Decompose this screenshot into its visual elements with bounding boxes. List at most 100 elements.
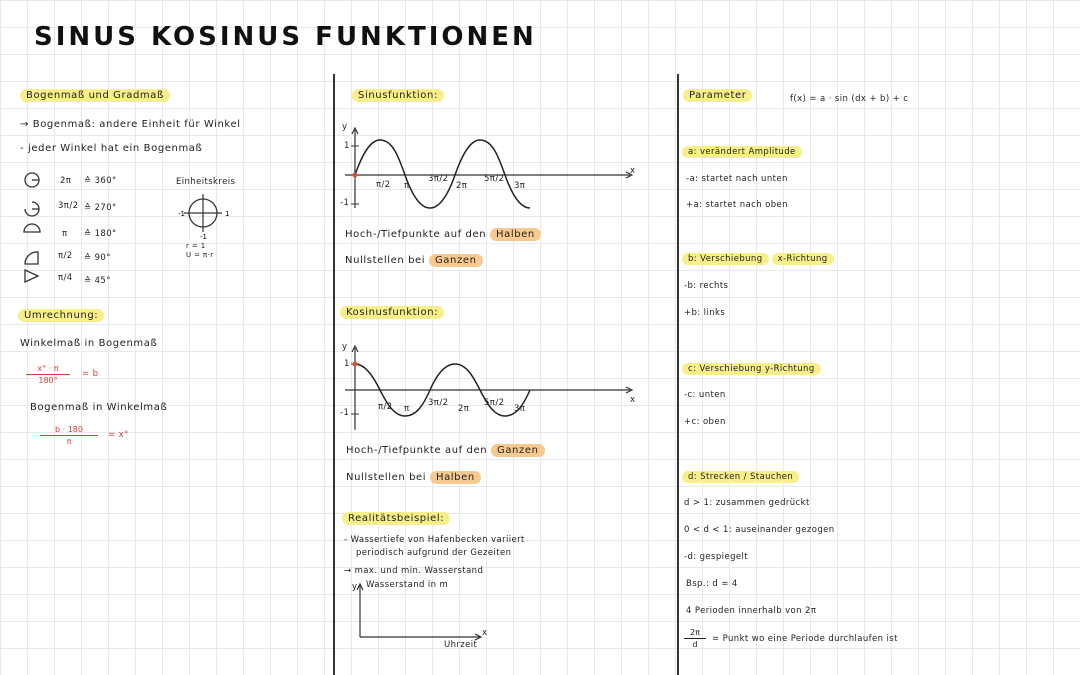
kosinus-note-text: Nullstellen bei — [346, 472, 427, 483]
tick-label: π — [404, 404, 410, 414]
three-quarter-circle-icon — [24, 201, 40, 217]
param-d-line: -d: gespiegelt — [684, 552, 748, 562]
half-circle-icon — [23, 223, 41, 233]
axis-label-x: x — [482, 628, 488, 638]
kosinus-note-highlight: Halben — [429, 471, 481, 484]
unit-circle-circumference: U = π·r — [186, 251, 214, 259]
angle-deg: ≙ 270° — [84, 203, 117, 213]
tick-label: 3π/2 — [428, 398, 449, 408]
note-line: - Wassertiefe von Hafenbecken variiert — [344, 535, 525, 545]
formula-result: = b — [82, 369, 99, 379]
axis-label-one: 1 — [344, 141, 350, 151]
tick-label: 3π — [514, 404, 526, 414]
param-c-heading: c: Verschiebung y-Richtung — [682, 363, 821, 375]
section-heading-bogenmass: Bogenmaß und Gradmaß — [20, 89, 170, 102]
tick-label: π — [404, 181, 410, 191]
tick-label: 5π/2 — [484, 398, 505, 408]
sinus-note-highlight: Halben — [489, 228, 541, 241]
param-c-line: -c: unten — [684, 390, 726, 400]
param-a-line: +a: startet nach oben — [686, 200, 788, 210]
tick-label: 5π/2 — [484, 174, 505, 184]
water-level-y-label: Wasserstand in m — [366, 580, 449, 590]
angle-icons — [23, 172, 41, 284]
sinus-note-text: Hoch-/Tiefpunkte auf den — [345, 229, 487, 240]
axis-label-one: 1 — [344, 359, 350, 369]
axis-label-y: y — [352, 582, 358, 592]
column-divider-left — [333, 74, 335, 675]
param-b-heading-dir: x-Richtung — [771, 253, 834, 265]
axis-label-minus-one: -1 — [340, 408, 350, 418]
formula-fraction: b · 180 π — [40, 425, 98, 446]
column-divider-right — [677, 74, 679, 675]
section-heading-kosinus: Kosinusfunktion: — [340, 306, 445, 319]
axis-label-y: y — [342, 122, 348, 132]
angle-deg: ≙ 360° — [84, 176, 117, 186]
param-b-heading-text: b: Verschiebung — [682, 253, 769, 265]
param-b-line: -b: rechts — [684, 281, 729, 291]
unit-circle-label: Einheitskreis — [176, 177, 236, 187]
period-fraction: 2π d — [684, 628, 706, 649]
sinus-note-highlight: Ganzen — [428, 254, 483, 267]
svg-text:-1: -1 — [200, 233, 207, 241]
formula-denominator: 180° — [38, 376, 58, 385]
kosinus-note: Hoch-/Tiefpunkte auf den Ganzen — [346, 444, 545, 457]
formula-numerator: x° · π — [37, 364, 59, 373]
eighth-circle-icon — [24, 268, 40, 284]
note-line: periodisch aufgrund der Gezeiten — [356, 548, 512, 558]
param-a-line: -a: startet nach unten — [686, 174, 788, 184]
svg-text:1: 1 — [225, 210, 229, 218]
axis-label-x: x — [630, 166, 636, 176]
tick-label: 2π — [456, 181, 468, 191]
svg-text:-1: -1 — [178, 210, 185, 218]
cosine-graph — [345, 344, 634, 430]
quarter-circle-icon — [24, 251, 39, 265]
kosinus-note-highlight: Ganzen — [490, 444, 545, 457]
param-d-line: d > 1: zusammen gedrückt — [684, 498, 810, 508]
param-b-line: +b: links — [684, 308, 726, 318]
section-heading-realitaet: Realitätsbeispiel: — [342, 512, 451, 525]
tick-label: π/2 — [376, 180, 391, 190]
angle-deg: ≙ 180° — [84, 229, 117, 239]
unit-circle-diagram: 1 -1 -1 — [178, 194, 229, 241]
angle-rad: 3π/2 — [58, 201, 79, 211]
param-d-line: = Punkt wo eine Periode durchlaufen ist — [712, 634, 898, 644]
note-line: - jeder Winkel hat ein Bogenmaß — [20, 143, 203, 154]
tick-label: π/2 — [378, 402, 393, 412]
sinus-note: Hoch-/Tiefpunkte auf den Halben — [345, 228, 541, 241]
param-d-heading: d: Strecken / Stauchen — [682, 471, 800, 483]
formula-result: = x° — [108, 430, 129, 440]
angle-rad: 2π — [60, 176, 72, 186]
axis-label-minus-one: -1 — [340, 198, 350, 208]
section-heading-sinus: Sinusfunktion: — [352, 89, 444, 102]
angle-rad: π/2 — [58, 251, 73, 261]
section-heading-parameter: Parameter — [683, 89, 753, 102]
formula-fraction: x° · π 180° — [26, 364, 70, 385]
cosine-curve — [354, 363, 531, 417]
subheading: Winkelmaß in Bogenmaß — [20, 338, 158, 349]
param-a-heading: a: verändert Amplitude — [682, 146, 802, 158]
tick-label: 3π/2 — [428, 174, 449, 184]
formula-numerator: b · 180 — [55, 425, 83, 434]
param-b-heading: b: Verschiebung x-Richtung — [682, 253, 834, 265]
page-title: SINUS KOSINUS FUNKTIONEN — [34, 22, 537, 52]
note-line: → max. und min. Wasserstand — [344, 566, 484, 576]
angle-deg: ≙ 90° — [84, 253, 111, 263]
parameter-formula: f(x) = a · sin (dx + b) + c — [790, 94, 909, 104]
angle-rad: π — [62, 229, 68, 239]
param-d-line: 0 < d < 1: auseinander gezogen — [684, 525, 835, 535]
period-fraction-denominator: d — [692, 640, 698, 649]
formula-denominator: π — [66, 437, 72, 446]
kosinus-note-text: Hoch-/Tiefpunkte auf den — [346, 445, 488, 456]
subheading: Bogenmaß in Winkelmaß — [30, 402, 168, 413]
axis-label-y: y — [342, 342, 348, 352]
sinus-note-text: Nullstellen bei — [345, 255, 426, 266]
kosinus-note: Nullstellen bei Halben — [346, 471, 481, 484]
tick-label: 3π — [514, 181, 526, 191]
axis-label-x: x — [630, 395, 636, 405]
param-d-line: Bsp.: d = 4 — [686, 579, 738, 589]
sine-graph — [345, 126, 634, 209]
water-level-axes — [356, 582, 483, 641]
sinus-note: Nullstellen bei Ganzen — [345, 254, 483, 267]
param-d-line: 4 Perioden innerhalb von 2π — [686, 606, 817, 616]
note-line: → Bogenmaß: andere Einheit für Winkel — [20, 119, 241, 130]
